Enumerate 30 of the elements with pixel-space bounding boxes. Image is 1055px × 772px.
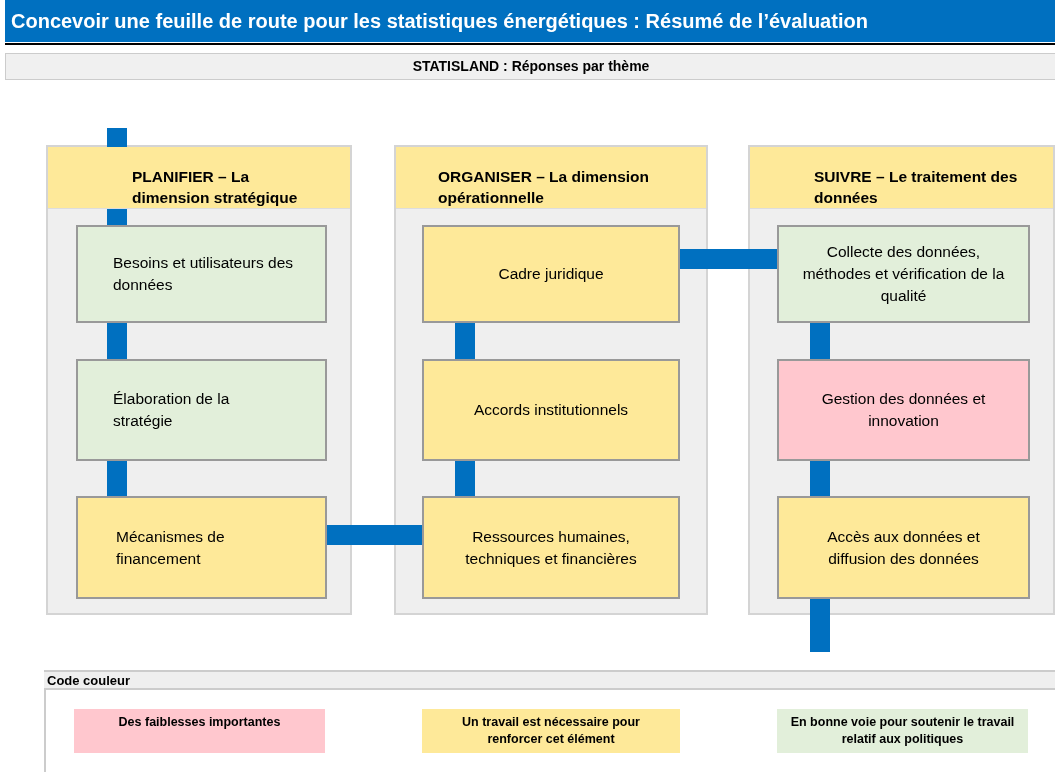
topic-box: Accords institutionnels: [422, 359, 680, 461]
subtitle-band: STATISLAND : Réponses par thème: [5, 53, 1055, 80]
legend-swatch: Des faiblesses importantes: [74, 709, 325, 753]
connector-bar: [107, 461, 127, 496]
topic-box: Ressources humaines, techniques et financières: [422, 496, 680, 599]
panel-heading: ORGANISER – La dimension opérationnelle: [396, 147, 706, 209]
connector-bar: [455, 461, 475, 496]
theme-panel: [46, 145, 352, 615]
theme-panel: [394, 145, 708, 615]
connector-bar: [455, 323, 475, 359]
panel-heading: SUIVRE – Le traitement des données: [750, 147, 1053, 209]
connector-bar: [810, 323, 830, 359]
legend-swatch: En bonne voie pour soutenir le travail relatif aux politiques: [777, 709, 1028, 753]
topic-box: Gestion des données et innovation: [777, 359, 1030, 461]
topic-box: Cadre juridique: [422, 225, 680, 323]
connector-bar: [810, 461, 830, 496]
title-bar: Concevoir une feuille de route pour les statistiques énergétiques : Résumé de l’évaluation: [5, 0, 1055, 42]
topic-box: Besoins et utilisateurs des données: [76, 225, 327, 323]
legend-swatch: Un travail est nécessaire pour renforcer cet élément: [422, 709, 680, 753]
topic-box: Accès aux données et diffusion des données: [777, 496, 1030, 599]
connector-bar: [680, 249, 777, 269]
theme-panel: [748, 145, 1055, 615]
connector-bar: [810, 599, 830, 652]
topic-box: Élaboration de la stratégie: [76, 359, 327, 461]
topic-box: Collecte des données, méthodes et vérification de la qualité: [777, 225, 1030, 323]
connector-bar: [327, 525, 422, 545]
legend-heading: Code couleur: [44, 670, 1055, 690]
panel-heading: PLANIFIER – La dimension stratégique: [48, 147, 350, 209]
topic-box: Mécanismes de financement: [76, 496, 327, 599]
connector-bar: [107, 323, 127, 359]
